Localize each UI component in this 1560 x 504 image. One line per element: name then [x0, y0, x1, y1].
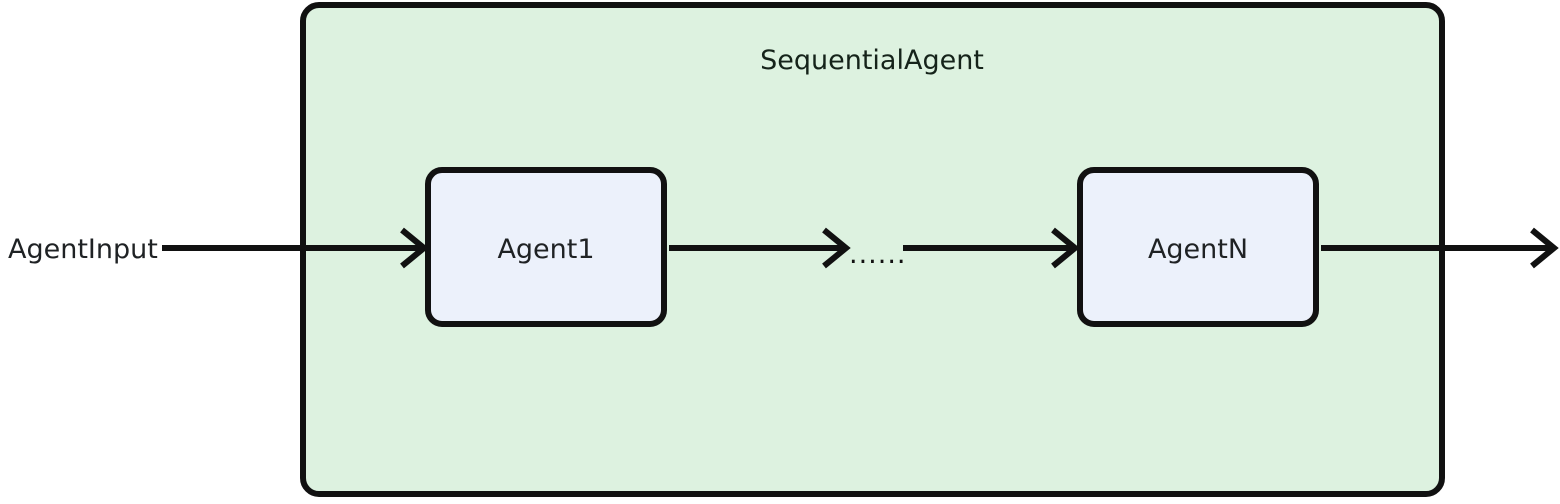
node-agent1[interactable]: Agent1: [425, 167, 667, 327]
sequential-agent-title: SequentialAgent: [760, 45, 984, 76]
agent1-label: Agent1: [497, 234, 594, 265]
edge-ellipsis-to-agentn: [903, 227, 1080, 269]
edge-agentn-to-output: [1321, 227, 1559, 269]
edge-input-to-agent1: [162, 227, 429, 269]
agentn-box[interactable]: [1077, 167, 1319, 327]
agent1-box[interactable]: [425, 167, 667, 327]
node-agentn[interactable]: AgentN: [1077, 167, 1319, 327]
agentn-label: AgentN: [1148, 234, 1248, 265]
agent-input-label: AgentInput: [8, 234, 158, 265]
edge-agent1-to-ellipsis: [669, 227, 851, 269]
ellipsis-label: ......: [849, 239, 907, 270]
